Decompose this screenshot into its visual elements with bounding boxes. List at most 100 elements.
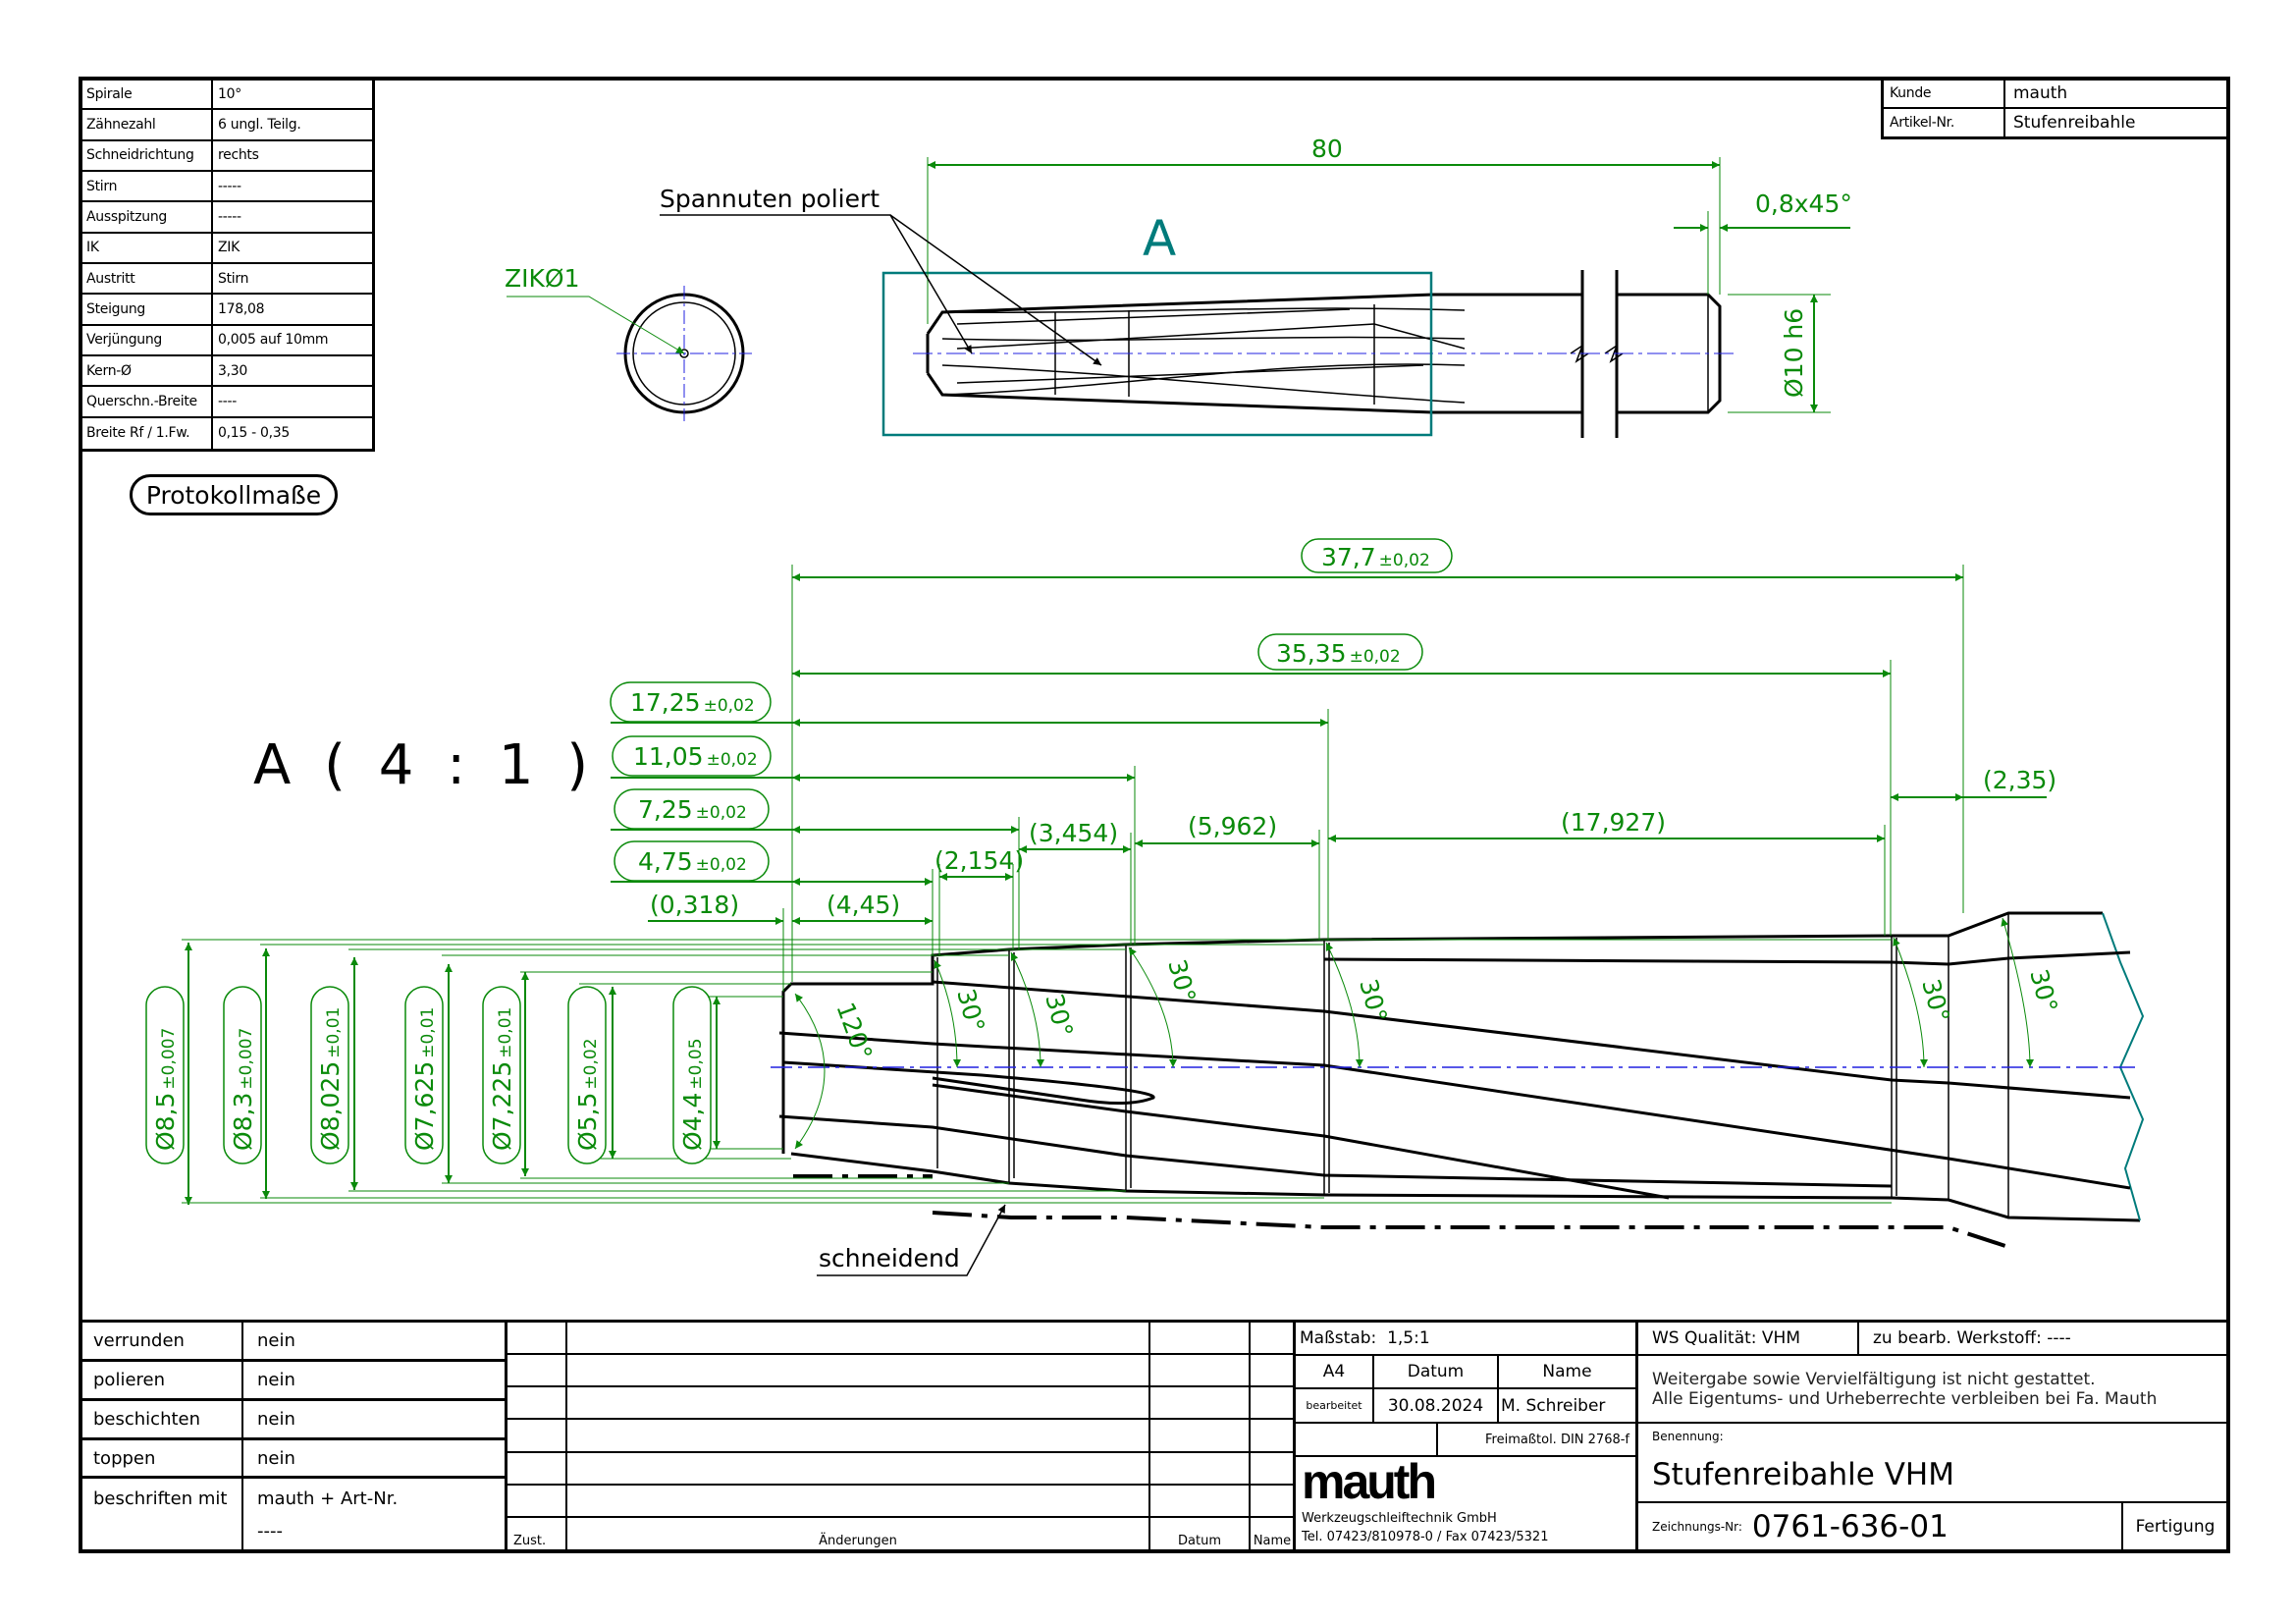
benennung-value: Stufenreibahle VHM [1652,1457,1954,1492]
dim-35-35: 35,35±0,02 [1257,633,1423,671]
ws-quality: WS Qualität: VHM [1638,1323,1859,1356]
param-value: 3,30 [213,356,372,388]
param-label: Breite Rf / 1.Fw. [81,417,213,450]
angle-label: 30° [2024,966,2062,1015]
param-value: 6 ungl. Teilg. [213,110,372,141]
finish-value: mauth + Art-Nr. [257,1488,399,1509]
company-logo: mauth [1302,1457,1434,1506]
dim-37-7: 37,7±0,02 [1301,538,1453,573]
changes-header-zust: Zust. [506,1517,565,1551]
scale-value: 1,5:1 [1387,1328,1430,1348]
bearbeitet-label: bearbeitet [1296,1389,1374,1424]
changes-cell [1148,1452,1249,1486]
date-value: 30.08.2024 [1374,1389,1499,1424]
changes-cell [1249,1420,1294,1453]
finish-extra: ---- [257,1520,283,1542]
changes-cell [1249,1387,1294,1421]
param-label: IK [81,233,213,265]
ref-dim: (5,962) [1188,812,1277,840]
param-value: 0,005 auf 10mm [213,326,372,357]
param-label: Spirale [81,80,213,111]
changes-header-name: Name [1249,1517,1294,1551]
param-label: Ausspitzung [81,202,213,234]
title-block-main: WS Qualität: VHM zu bearb. Werkstoff: --… [1635,1320,2230,1553]
changes-cell [1148,1485,1249,1518]
param-value: 0,15 - 0,35 [218,425,290,442]
ref-dim: (17,927) [1561,808,1666,837]
format: A4 [1296,1356,1374,1389]
param-label: Querschn.-Breite [81,387,213,418]
changes-cell [565,1323,1148,1356]
chamfer-dim: 0,8x45° [1755,189,1852,218]
svg-text:17,25±0,02: 17,25±0,02 [630,688,755,717]
finish-label: beschriften mit [81,1479,243,1550]
finish-value: nein [243,1323,505,1362]
changes-cell [565,1387,1148,1421]
changes-header-datum: Datum [1148,1517,1249,1551]
changes-header-aenderungen: Änderungen [565,1517,1148,1551]
diameter-dim-label: Ø7,625±0,01 [404,986,444,1164]
param-label: Stirn [81,172,213,203]
changes-cell [506,1420,565,1453]
angle-arcs [794,917,2034,1150]
svg-text:Ø7,225±0,01: Ø7,225±0,01 [488,1007,516,1151]
param-label: Schneidrichtung [81,140,213,173]
ref-dim: (0,318) [650,891,739,919]
changes-cell [565,1355,1148,1388]
dim-4-75: 4,75±0,02 [614,840,770,882]
changes-cell [1148,1323,1249,1356]
angle-label: 30° [1916,976,1954,1025]
angle-label: 30° [1354,976,1392,1025]
angle-label: 120° [830,999,878,1064]
changes-cell [506,1323,565,1356]
changes-cell [506,1485,565,1518]
datum-header: Datum [1374,1356,1499,1389]
drawing-no-label: Zeichnungs-Nr: [1652,1520,1742,1534]
param-label: Zähnezahl [81,110,213,141]
end-view: ZIKØ1 [505,264,752,421]
changes-cell [1249,1452,1294,1486]
svg-text:Ø8,5±0,007: Ø8,5±0,007 [151,1028,180,1151]
notice-line-1: Weitergabe sowie Vervielfältigung ist ni… [1652,1369,2096,1389]
svg-text:4,75±0,02: 4,75±0,02 [638,847,747,876]
changes-cell [1249,1355,1294,1388]
diameter-dim-label: Ø5,5±0,02 [567,986,607,1164]
kunde-value: mauth [2005,80,2227,109]
diameter-dim-label: Ø8,5±0,007 [145,986,185,1164]
extension-lines [182,565,1964,1204]
benennung-label: Benennung: [1652,1430,1724,1443]
changes-cell [506,1355,565,1388]
diameter-dim-label: Ø7,225±0,01 [482,986,521,1164]
angle-label: 30° [951,986,989,1035]
zik-label: ZIKØ1 [505,264,579,293]
diameter-dim-label: Ø8,025±0,01 [310,986,349,1164]
svg-text:35,35±0,02: 35,35±0,02 [1276,639,1401,668]
tolerance-note: Freimaßtol. DIN 2768-f [1438,1424,1635,1457]
svg-text:Ø5,5±0,02: Ø5,5±0,02 [573,1038,602,1151]
param-value: Stirn [213,264,372,296]
svg-text:Ø7,625±0,01: Ø7,625±0,01 [410,1007,439,1151]
status: Fertigung [2135,1517,2216,1537]
angle-label: 30° [1040,991,1078,1040]
dim-17-25: 17,25±0,02 [610,681,772,723]
param-value: 10° [213,80,372,111]
section-a-box [881,271,1433,437]
detail-tool-outline: schneidend [771,911,2145,1276]
changes-cell [1148,1420,1249,1453]
finish-value: nein [243,1401,505,1440]
company-contact: Tel. 07423/810978-0 / Fax 07423/5321 [1302,1529,1549,1544]
side-view: A 80 0,8x45° Ø10 h6 Spannuten poliert [660,135,1852,438]
artikel-label: Artikel-Nr. [1884,109,2005,136]
finish-label: beschichten [81,1401,243,1440]
param-value: ---- [213,387,372,418]
scale-label: Maßstab: [1300,1328,1377,1348]
dim-7-25: 7,25±0,02 [614,788,770,830]
changes-cell [506,1452,565,1486]
shank-diameter-dim: Ø10 h6 [1780,308,1808,398]
param-label: Kern-Ø [81,356,213,388]
changes-cell [1249,1485,1294,1518]
protokoll-label: Protokollmaße [130,474,338,515]
drawing-no: 0761-636-01 [1751,1509,1949,1544]
author-value: M. Schreiber [1499,1389,1635,1424]
artikel-value: Stufenreibahle [2013,113,2136,133]
